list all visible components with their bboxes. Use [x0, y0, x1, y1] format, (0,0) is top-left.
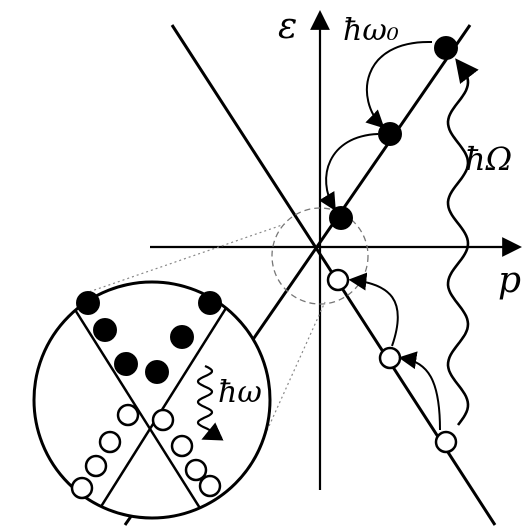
zoom-guide-lower — [264, 301, 326, 436]
inset-electron — [114, 352, 138, 376]
label-hw-inset: ħω — [218, 375, 262, 410]
inset-group: ħω — [32, 280, 272, 520]
hole-arrow-middle — [348, 272, 399, 347]
electron-filled-bottom — [329, 206, 353, 230]
hole-open-middle — [378, 346, 402, 370]
inset-hole — [198, 474, 222, 498]
hole-open-bottom — [434, 430, 458, 454]
energy-axis-label: ε — [278, 6, 297, 47]
zoom-guide-upper — [79, 223, 286, 296]
inset-electron — [145, 360, 169, 384]
inset-hole — [98, 430, 122, 454]
inset-electron — [170, 325, 194, 349]
inset-cone-left — [48, 282, 222, 518]
momentum-axis-label: p — [498, 260, 521, 301]
hole-open-top — [326, 268, 350, 292]
inset-hole — [70, 476, 94, 500]
inset-electron — [198, 291, 222, 315]
label-hOmega: ħΩ — [465, 140, 512, 178]
inset-electron — [93, 318, 117, 342]
inset-hole — [151, 408, 175, 432]
relaxation-arrow-lower — [318, 133, 379, 212]
inset-hole — [84, 454, 108, 478]
hole-arrow-bottom — [398, 351, 441, 431]
optical-excitation-wave — [446, 58, 479, 426]
electron-filled-top — [434, 36, 458, 60]
label-hw0: ħω₀ — [343, 13, 399, 48]
inset-hole — [184, 458, 208, 482]
inset-phonon-wave — [196, 364, 224, 441]
inset-cone-right — [78, 282, 252, 518]
relaxation-arrow-upper — [365, 40, 433, 129]
inset-electron — [76, 291, 100, 315]
inset-hole — [116, 403, 140, 427]
inset-hole — [170, 434, 194, 458]
